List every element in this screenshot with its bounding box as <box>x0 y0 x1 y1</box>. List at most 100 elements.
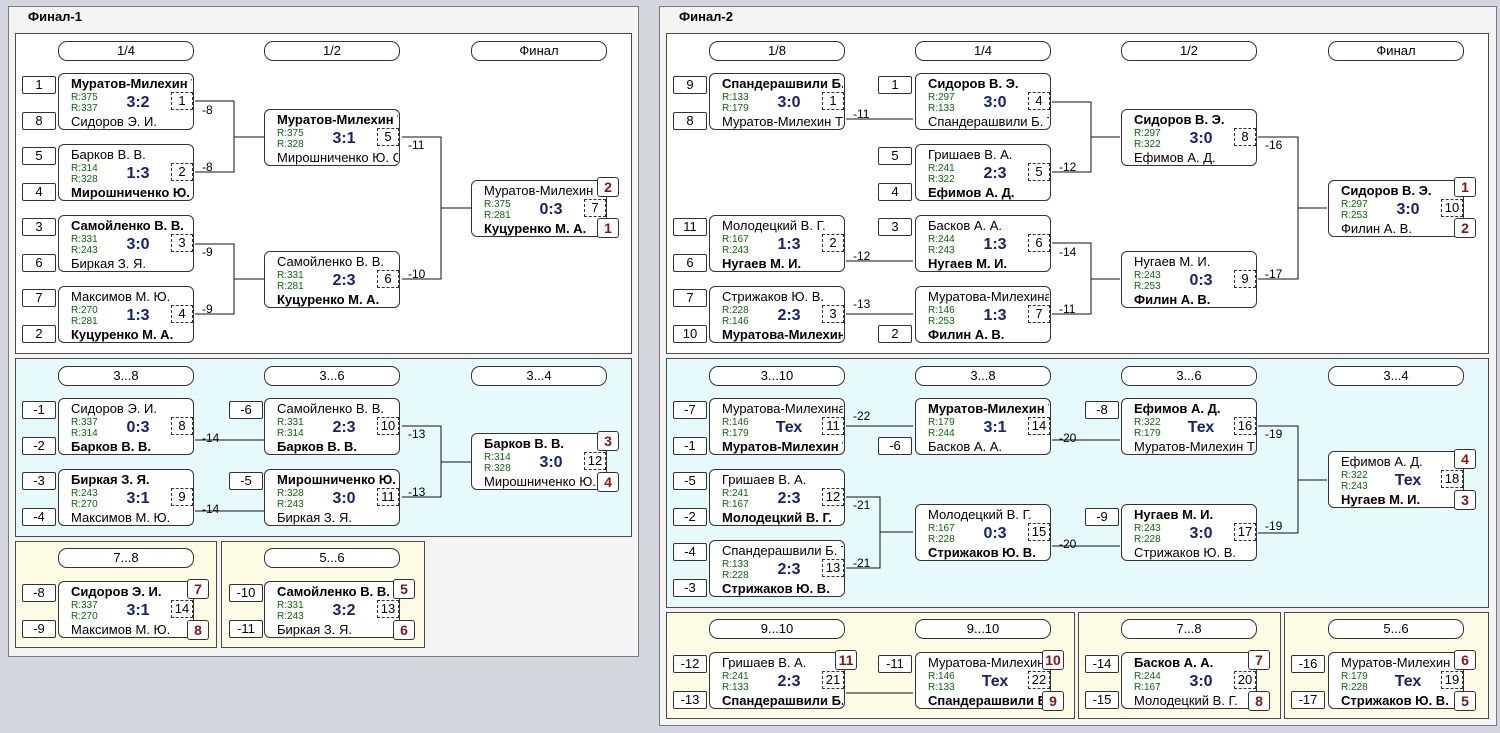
seed-box: 7 <box>22 289 56 307</box>
player-1-rating: R:337 <box>71 600 98 611</box>
loser-label: -9 <box>202 302 213 316</box>
seed-box: 7 <box>673 289 707 307</box>
player-1-rating: R:297 <box>1134 128 1161 139</box>
match-box[interactable]: Спандерашвили Б. Т.R:133R:179Муратов-Мил… <box>709 73 845 130</box>
place-badge: 3 <box>1454 490 1476 510</box>
seed-box: -14 <box>1085 655 1119 673</box>
match-number: 20 <box>1234 671 1256 689</box>
seed-box: 4 <box>22 183 56 201</box>
match-score: 3:1 <box>126 602 150 619</box>
player-1-rating: R:297 <box>1341 199 1368 210</box>
match-number: 5 <box>1028 163 1050 181</box>
loser-label: -19 <box>1265 519 1283 533</box>
seed-box: -2 <box>673 508 707 526</box>
match-box[interactable]: Муратов-Милехин Т. Д.R:179R:228Стрижаков… <box>1328 652 1464 709</box>
player-2-name: Мирошниченко Ю. С. <box>484 474 605 489</box>
match-score: 3:1 <box>126 490 150 507</box>
seed-box: -1 <box>673 437 707 455</box>
loser-label: -11 <box>853 107 870 121</box>
round-header: 3...10 <box>709 366 845 386</box>
final-2-title: Финал-2 <box>679 9 733 24</box>
match-box[interactable]: Муратова-Милехина А. Д.R:146R:133Спандер… <box>915 652 1051 709</box>
player-1-name: Самойленко В. В. <box>71 218 184 233</box>
loser-label: -9 <box>202 245 213 259</box>
player-1-name: Сидоров В. Э. <box>928 76 1019 91</box>
seed-box: -8 <box>1085 401 1119 419</box>
match-number: 14 <box>1028 417 1050 435</box>
player-2-rating: R:243 <box>277 499 304 510</box>
player-2-rating: R:228 <box>928 534 955 545</box>
match-score: Тех <box>1187 419 1215 436</box>
match-score: 3:1 <box>983 419 1007 436</box>
round-header: 3...4 <box>471 366 607 386</box>
player-1-rating: R:146 <box>928 305 955 316</box>
player-1-rating: R:179 <box>928 417 955 428</box>
player-1-rating: R:322 <box>1341 470 1368 481</box>
loser-label: -8 <box>202 160 213 174</box>
player-1-name: Спандерашвили Б. Т. <box>722 543 843 558</box>
match-score: 2:3 <box>983 165 1007 182</box>
match-box[interactable]: Муратов-Милехин Т. Д.R:375R:328Мирошниче… <box>264 109 400 166</box>
match-score: 3:0 <box>1189 130 1213 147</box>
player-2-name: Биркая З. Я. <box>277 622 352 637</box>
seed-box: 10 <box>673 325 707 343</box>
seed-box: -6 <box>878 437 912 455</box>
round-header: 1/4 <box>58 41 194 61</box>
player-1-name: Биркая З. Я. <box>71 472 150 487</box>
place-badge: 7 <box>1248 650 1270 670</box>
player-2-name: Филин А. В. <box>1341 221 1412 236</box>
place-badge: 6 <box>393 620 415 640</box>
match-score: 2:3 <box>332 272 356 289</box>
loser-label: -14 <box>202 431 220 445</box>
loser-label: -16 <box>1265 138 1283 152</box>
place-badge: 10 <box>1042 650 1064 670</box>
player-2-rating: R:179 <box>722 428 749 439</box>
match-number: 18 <box>1441 470 1463 488</box>
player-2-rating: R:133 <box>928 103 955 114</box>
player-1-rating: R:179 <box>1341 671 1368 682</box>
round-header: 1/4 <box>915 41 1051 61</box>
match-number: 8 <box>171 417 193 435</box>
place-badge: 6 <box>1454 650 1476 670</box>
loser-label: -17 <box>1265 267 1283 281</box>
player-2-rating: R:243 <box>277 611 304 622</box>
player-1-rating: R:375 <box>71 92 98 103</box>
match-number: 2 <box>171 163 193 181</box>
match-box[interactable]: Муратов-Милехин Т. Д.R:375R:281Куцуренко… <box>471 180 607 237</box>
place-badge: 1 <box>1454 177 1476 197</box>
match-score: 3:0 <box>1189 525 1213 542</box>
seed-box: -11 <box>229 620 263 638</box>
player-1-name: Сидоров В. Э. <box>1134 112 1225 127</box>
match-box[interactable]: Муратова-Милехина А. Д.R:146R:179Муратов… <box>709 398 845 455</box>
